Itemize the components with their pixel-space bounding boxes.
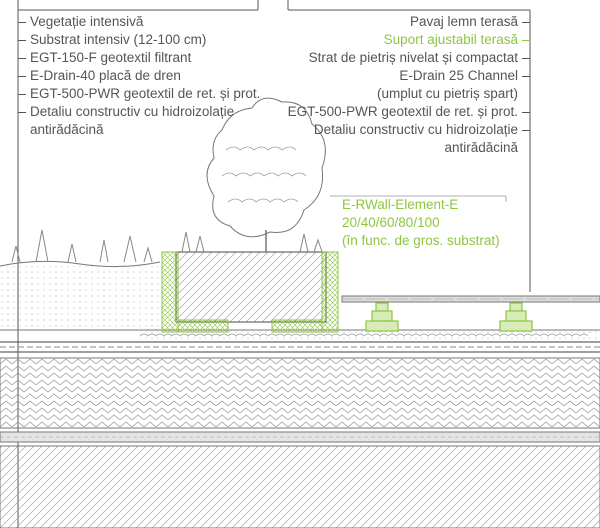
label-waterproofing-right-cont: antirădăcină	[444, 140, 518, 155]
wall-element-callout: E-RWall-Element-E 20/40/60/80/100 (în fu…	[342, 196, 500, 250]
tick-left-6	[18, 112, 26, 113]
label-deck: Pavaj lemn terasă	[409, 14, 518, 29]
tick-left-5	[18, 94, 26, 95]
tick-left-2	[18, 40, 26, 41]
tick-right-1	[522, 22, 530, 23]
tick-right-6	[522, 130, 530, 131]
label-filter-geotextile: EGT-150-F geotextil filtrant	[30, 50, 192, 65]
tick-right-4	[522, 76, 530, 77]
label-drain-board: E-Drain-40 placă de dren	[30, 68, 181, 83]
label-gravel-layer: Strat de pietriș nivelat și compactat	[308, 50, 518, 65]
label-substrate: Substrat intensiv (12-100 cm)	[30, 32, 207, 47]
label-vegetation: Vegetație intensivă	[30, 14, 144, 29]
wall-element-note: (în func. de gros. substrat)	[342, 233, 500, 248]
label-protection-geotextile-right: EGT-500-PWR geotextil de ret. și prot.	[287, 104, 518, 119]
label-adjustable-support: Suport ajustabil terasă	[383, 32, 518, 47]
wall-element-name: E-RWall-Element-E	[342, 197, 459, 212]
label-protection-geotextile-left: EGT-500-PWR geotextil de ret. și prot.	[30, 86, 261, 101]
wall-element-heights: 20/40/60/80/100	[342, 215, 440, 230]
label-drain-channel-cont: (umplut cu pietriș spart)	[376, 86, 518, 101]
tick-right-3	[522, 58, 530, 59]
tick-left-3	[18, 58, 26, 59]
label-drain-channel: E-Drain 25 Channel	[399, 68, 518, 83]
tick-left-1	[18, 22, 26, 23]
tick-left-4	[18, 76, 26, 77]
label-waterproofing-left-cont: antirădăcină	[30, 122, 104, 137]
label-waterproofing-left: Detaliu constructiv cu hidroizolație	[30, 104, 235, 119]
tick-right-2	[522, 40, 530, 41]
label-waterproofing-right: Detaliu constructiv cu hidroizolație	[313, 122, 518, 137]
tick-right-5	[522, 112, 530, 113]
